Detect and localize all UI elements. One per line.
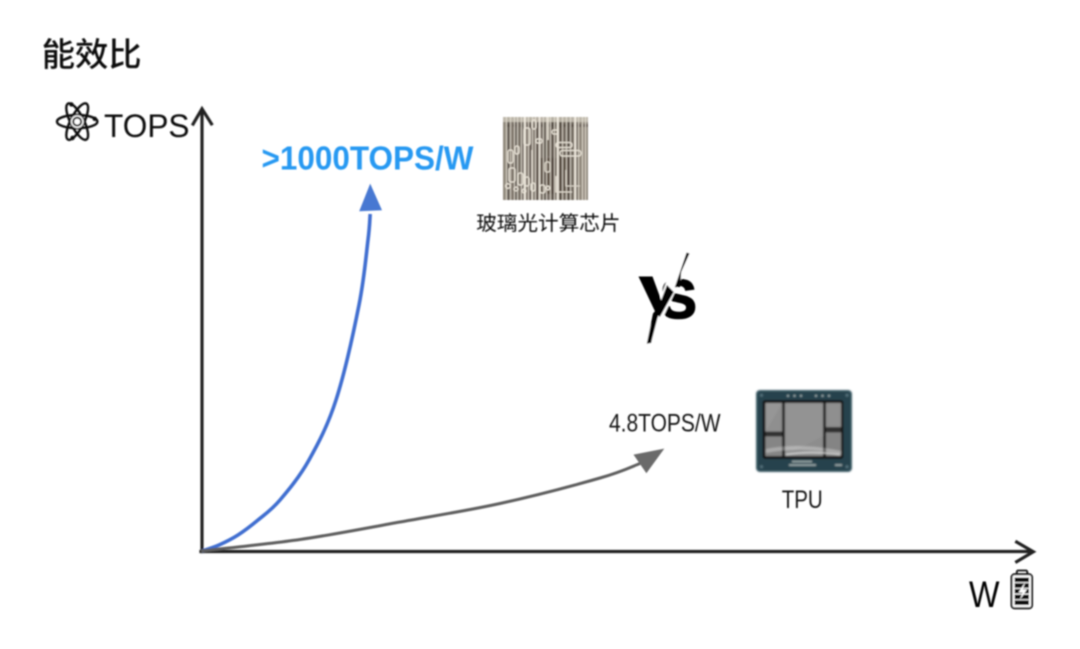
svg-text:TPU: TPU — [782, 486, 823, 514]
svg-text:W: W — [969, 574, 1000, 615]
svg-text:>1000TOPS/W: >1000TOPS/W — [262, 140, 475, 177]
svg-text:TOPS: TOPS — [104, 108, 190, 144]
svg-text:4.8TOPS/W: 4.8TOPS/W — [609, 410, 721, 438]
